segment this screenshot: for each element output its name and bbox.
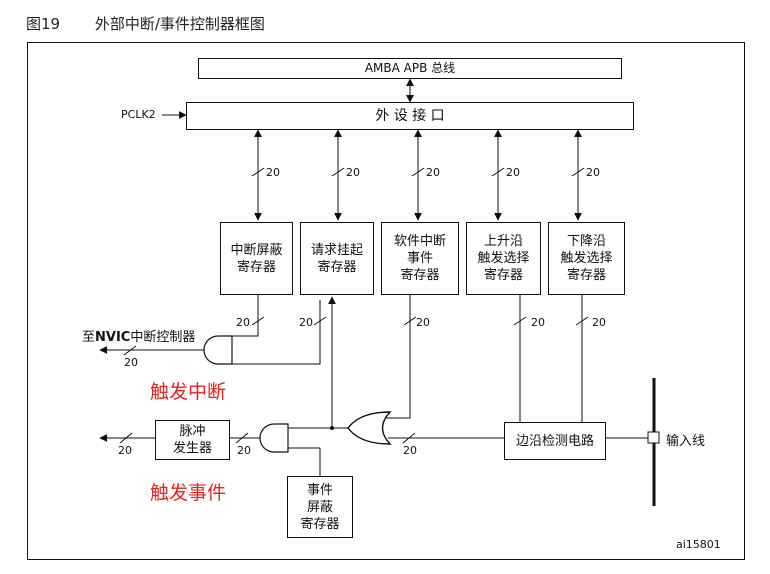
- bus-width-label: 20: [266, 166, 280, 179]
- event-trigger-annotation: 触发事件: [150, 482, 227, 504]
- event-and-gate: [259, 423, 289, 453]
- interrupt-mask-register: 中断屏蔽 寄存器: [220, 222, 293, 295]
- bus-width-label: 20: [592, 316, 606, 329]
- falling-trigger-register: 下降沿 触发选择 寄存器: [548, 222, 625, 295]
- rising-trigger-register: 上升沿 触发选择 寄存器: [466, 222, 541, 295]
- pulse-generator: 脉冲 发生器: [155, 420, 230, 460]
- figure-title: 图19 外部中断/事件控制器框图: [26, 13, 265, 34]
- bus-width-label: 20: [426, 166, 440, 179]
- software-interrupt-event-register: 软件中断 事件 寄存器: [381, 222, 459, 295]
- pclk-label: PCLK2: [121, 108, 156, 121]
- figure-caption: 外部中断/事件控制器框图: [94, 15, 265, 33]
- bus-width-label: 20: [416, 316, 430, 329]
- pending-request-register: 请求挂起 寄存器: [300, 222, 374, 295]
- input-pin: [647, 431, 660, 444]
- bus-width-label: 20: [403, 444, 417, 457]
- event-mask-register: 事件 屏蔽 寄存器: [287, 476, 353, 538]
- input-line-label: 输入线: [666, 434, 706, 449]
- bus-width-label: 20: [237, 444, 251, 457]
- edge-detection-circuit: 边沿检测电路: [504, 422, 606, 460]
- figure-number: 图19: [26, 15, 61, 33]
- bus-width-label: 20: [531, 316, 545, 329]
- bus-width-label: 20: [124, 356, 138, 369]
- or-gate: [347, 411, 392, 445]
- bus-width-label: 20: [118, 444, 132, 457]
- nvic-output-label: 至NVIC中断控制器: [82, 330, 196, 345]
- bus-width-label: 20: [346, 166, 360, 179]
- figure-id: ai15801: [676, 538, 721, 551]
- bus-width-label: 20: [586, 166, 600, 179]
- bus-width-label: 20: [506, 166, 520, 179]
- bus-width-label: 20: [236, 316, 250, 329]
- interrupt-trigger-annotation: 触发中断: [150, 381, 227, 403]
- interrupt-and-gate: [203, 335, 233, 365]
- apb-bus: AMBA APB 总线: [198, 58, 622, 79]
- diagram-frame: [27, 42, 745, 560]
- peripheral-interface: 外 设 接 口: [186, 102, 634, 130]
- bus-width-label: 20: [299, 316, 313, 329]
